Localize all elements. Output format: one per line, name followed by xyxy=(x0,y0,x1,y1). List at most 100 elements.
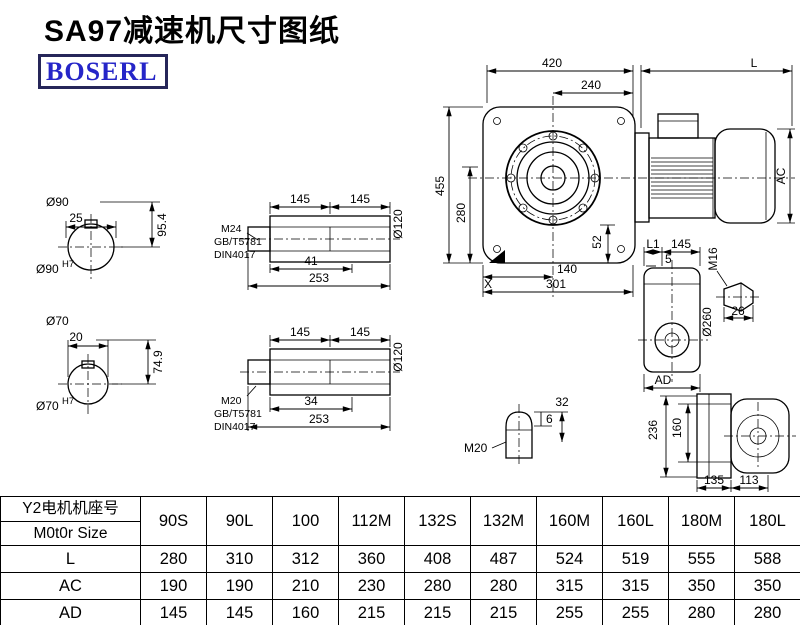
table-cell: 160 xyxy=(272,599,339,625)
dim-AD: AD xyxy=(655,373,672,387)
dim-135: 135 xyxy=(704,473,724,487)
technical-drawing: 25 Ø90 95.4 Ø90 H7 20 Ø70 74.9 Ø70 H7 xyxy=(36,56,796,492)
column-header: 90S xyxy=(140,496,207,546)
table-cell: 312 xyxy=(272,545,339,573)
label-std-din: DIN4017 xyxy=(214,249,256,261)
row-label: AD xyxy=(0,599,141,625)
table-cell: 350 xyxy=(668,572,735,600)
table-cell: 555 xyxy=(668,545,735,573)
table-cell: 280 xyxy=(140,545,207,573)
label-thread-m20: M20 xyxy=(221,395,242,407)
dim-280: 280 xyxy=(454,203,468,223)
dim-bore-70-tol: H7 xyxy=(62,396,74,407)
table-row-L: L 280 310 312 360 408 487 524 519 555 58… xyxy=(0,545,800,573)
dim-5: 5 xyxy=(665,252,672,266)
dim-AC: AC xyxy=(774,167,788,184)
dim-bore-90-tol: H7 xyxy=(62,259,74,270)
column-header: 100 xyxy=(272,496,339,546)
table-cell: 255 xyxy=(602,599,669,625)
dim-M16: M16 xyxy=(706,247,720,271)
dim-420: 420 xyxy=(542,56,562,70)
column-header: 90L xyxy=(206,496,273,546)
table-cell: 215 xyxy=(338,599,405,625)
column-header: 160L xyxy=(602,496,669,546)
column-header: 160M xyxy=(536,496,603,546)
dim-total-253: 253 xyxy=(309,271,329,285)
dim-dia-90: Ø90 xyxy=(46,195,69,209)
dim-bore-70: Ø70 xyxy=(36,399,59,413)
dim-6: 6 xyxy=(546,412,553,426)
column-header: 132M xyxy=(470,496,537,546)
table-header-row: Y2电机机座号 M0t0r Size 90S 90L 100 112M 132S… xyxy=(0,496,800,546)
dim-seg1-145: 145 xyxy=(290,192,310,206)
table-cell: 215 xyxy=(404,599,471,625)
brand-logo-text: BOSERL xyxy=(46,56,158,86)
shaft-section-70: 20 Ø70 74.9 Ø70 H7 xyxy=(36,314,165,416)
dim-height-95-4: 95.4 xyxy=(155,213,169,237)
dim-113: 113 xyxy=(739,473,758,487)
table-cell: 360 xyxy=(338,545,405,573)
dim-d260: Ø260 xyxy=(700,307,714,337)
label-x: X xyxy=(484,277,492,291)
table-row-AD: AD 145 145 160 215 215 215 255 255 280 2… xyxy=(0,599,800,625)
dim-455: 455 xyxy=(433,176,447,196)
label-std-din: DIN4017 xyxy=(214,421,256,433)
table-cell: 145 xyxy=(206,599,273,625)
dim-301: 301 xyxy=(546,277,566,291)
column-header: 132S xyxy=(404,496,471,546)
dim-52: 52 xyxy=(590,235,604,249)
hollow-shaft-m20: 145 145 Ø120 M20 GB/T5781 DIN4017 34 253 xyxy=(214,325,405,433)
table-cell: 315 xyxy=(602,572,669,600)
dim-dia-120: Ø120 xyxy=(391,342,405,372)
dim-seg1-145: 145 xyxy=(290,325,310,339)
dim-145: 145 xyxy=(671,237,691,251)
dim-26: 26 xyxy=(731,304,745,318)
header-label-en: M0t0r Size xyxy=(33,525,108,542)
dim-41: 41 xyxy=(304,254,318,268)
column-header: 180M xyxy=(668,496,735,546)
table-cell: 280 xyxy=(470,572,537,600)
dim-dia-120: Ø120 xyxy=(391,209,405,239)
table-cell: 519 xyxy=(602,545,669,573)
table-cell: 145 xyxy=(140,599,207,625)
table-cell: 588 xyxy=(734,545,800,573)
gearbox-side-view: L1 145 5 M16 Ø260 26 AD xyxy=(638,237,762,392)
x-marker-arrow xyxy=(489,250,505,263)
table-cell: 190 xyxy=(140,572,207,600)
dim-L: L xyxy=(751,56,758,70)
row-label: L xyxy=(0,545,141,573)
table-cell: 255 xyxy=(536,599,603,625)
dim-32: 32 xyxy=(555,395,569,409)
page-title: SA97减速机尺寸图纸 xyxy=(44,15,341,48)
shaft-end-detail-m20: 6 32 M20 xyxy=(464,395,569,464)
table-row-AC: AC 190 190 210 230 280 280 315 315 350 3… xyxy=(0,572,800,600)
dim-160: 160 xyxy=(670,418,684,438)
dim-236: 236 xyxy=(646,420,660,440)
table-cell: 310 xyxy=(206,545,273,573)
dim-height-74-9: 74.9 xyxy=(151,350,165,374)
label-thread-m24: M24 xyxy=(221,223,242,235)
table-cell: 280 xyxy=(734,599,800,625)
table-cell: 350 xyxy=(734,572,800,600)
hollow-shaft-m24: 145 145 Ø120 M24 GB/T5781 DIN4017 41 253 xyxy=(214,192,405,290)
gearbox-main-view: 420 L 240 455 280 X xyxy=(433,56,795,298)
table-cell: 280 xyxy=(668,599,735,625)
dim-seg2-145: 145 xyxy=(350,325,370,339)
column-header: 180L xyxy=(734,496,800,546)
dim-bore-90: Ø90 xyxy=(36,262,59,276)
dim-dia-70: Ø70 xyxy=(46,314,69,328)
table-cell: 524 xyxy=(536,545,603,573)
table-cell: 408 xyxy=(404,545,471,573)
label-std-gb: GB/T5781 xyxy=(214,408,262,420)
label-m20: M20 xyxy=(464,441,488,455)
column-header: 112M xyxy=(338,496,405,546)
dim-140: 140 xyxy=(557,262,577,276)
dim-total-253: 253 xyxy=(309,412,329,426)
brand-logo: BOSERL xyxy=(38,54,168,89)
dim-L1: L1 xyxy=(646,237,660,251)
dim-seg2-145: 145 xyxy=(350,192,370,206)
dim-width-25: 25 xyxy=(69,211,83,225)
label-std-gb: GB/T5781 xyxy=(214,236,262,248)
dim-34: 34 xyxy=(304,394,318,408)
